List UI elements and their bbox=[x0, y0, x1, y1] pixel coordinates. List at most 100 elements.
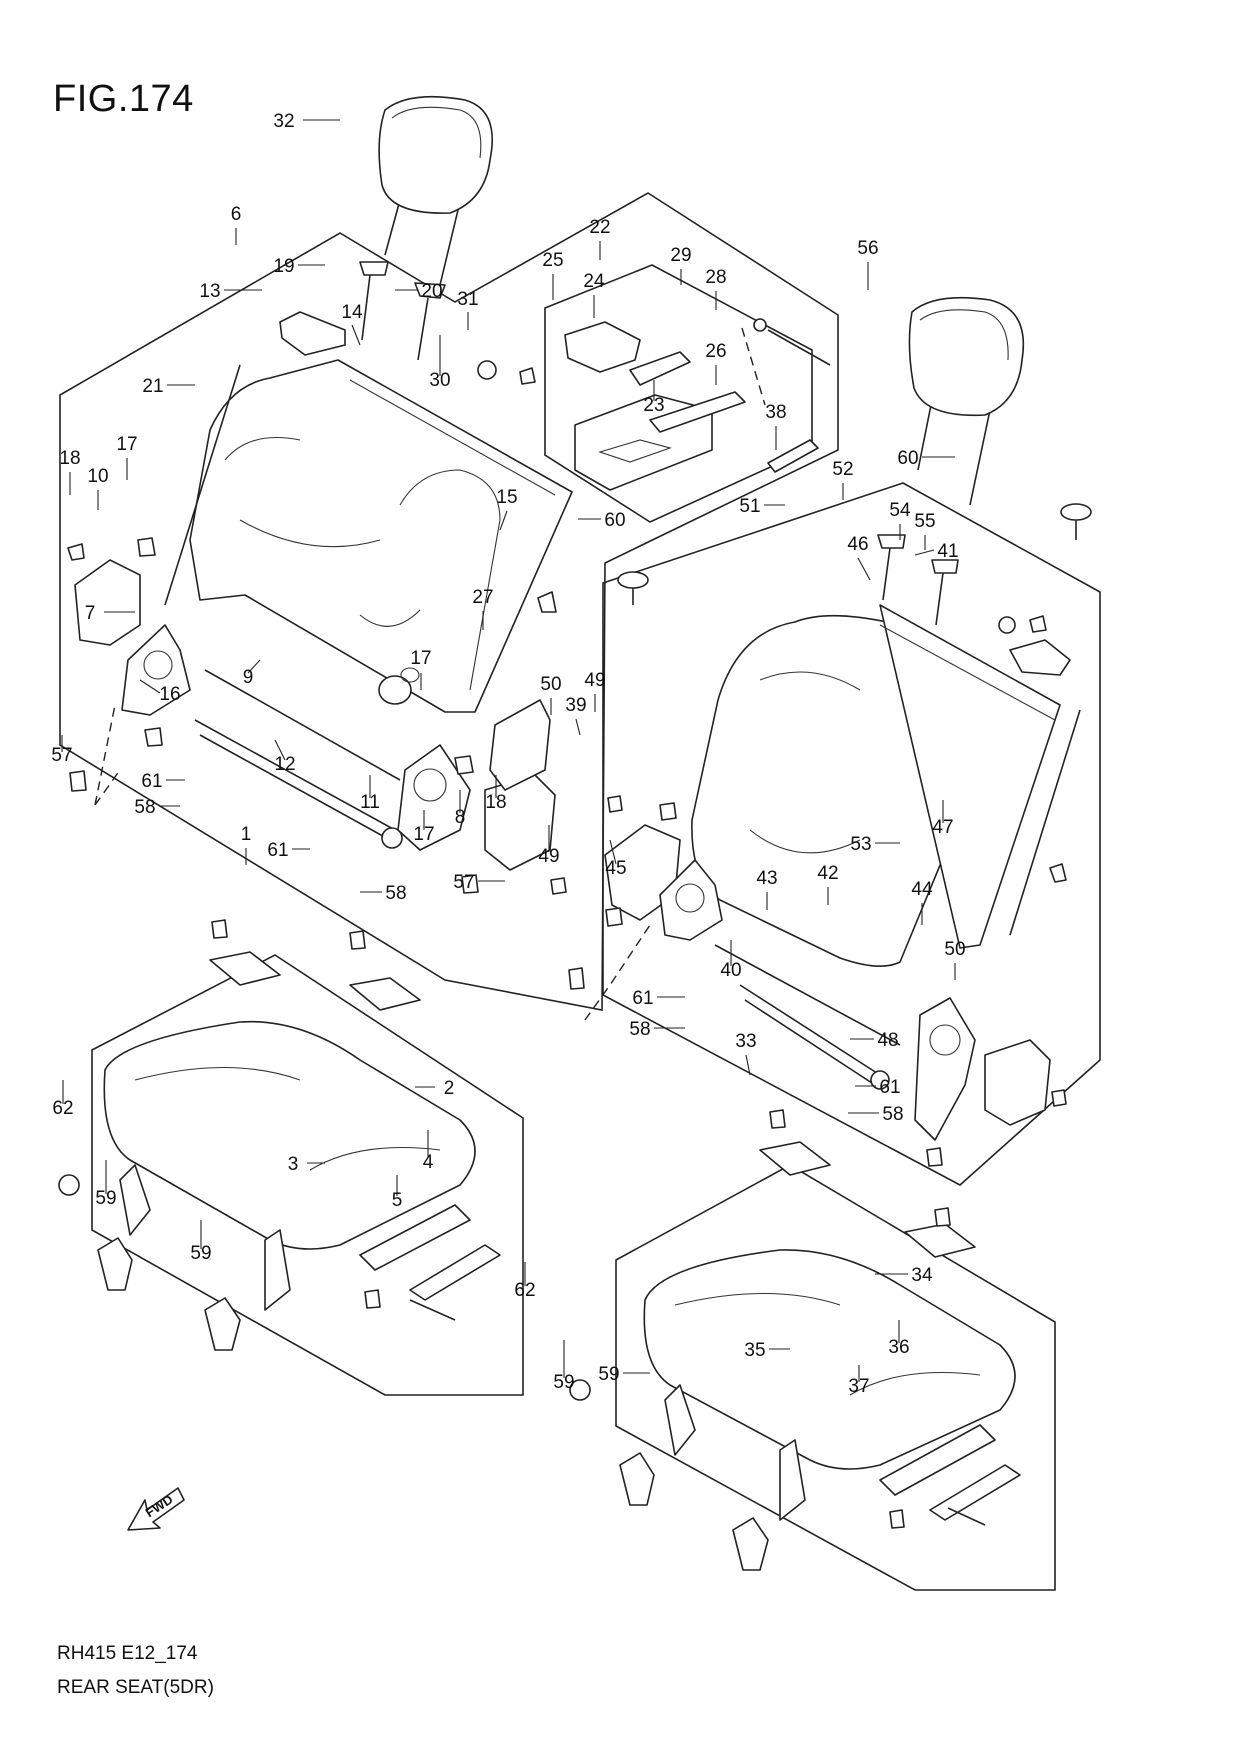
callout-13: 13 bbox=[199, 281, 220, 302]
leader-c45 bbox=[609, 839, 617, 865]
callout-62: 62 bbox=[52, 1098, 73, 1119]
seat-belt-guide-13 bbox=[279, 311, 346, 356]
callout-29: 29 bbox=[670, 245, 691, 266]
bolt-16 bbox=[144, 727, 163, 747]
callout-3: 3 bbox=[288, 1154, 299, 1175]
callout-59: 59 bbox=[190, 1243, 211, 1264]
hinge-11 bbox=[397, 744, 471, 851]
callout-32: 32 bbox=[273, 111, 294, 132]
callout-19: 19 bbox=[273, 256, 294, 277]
strap-4 bbox=[409, 1244, 501, 1301]
right-seatback bbox=[691, 604, 1061, 967]
callout-59: 59 bbox=[598, 1364, 619, 1385]
callout-8: 8 bbox=[455, 807, 466, 828]
clip-60-left bbox=[617, 571, 649, 605]
left-frame-break bbox=[94, 704, 121, 806]
callout-10: 10 bbox=[87, 466, 108, 487]
callout-53: 53 bbox=[850, 834, 871, 855]
cover-27 bbox=[489, 699, 551, 791]
callout-62: 62 bbox=[514, 1280, 535, 1301]
callout-61: 61 bbox=[141, 771, 162, 792]
leader-lines bbox=[61, 119, 956, 1382]
clip-60-right bbox=[1060, 503, 1092, 540]
leader-c16 bbox=[139, 679, 161, 694]
callout-49: 49 bbox=[538, 846, 559, 867]
callout-59: 59 bbox=[95, 1188, 116, 1209]
left-seat-cushion bbox=[103, 1020, 476, 1311]
nut-62-left bbox=[58, 1174, 80, 1196]
bolt-49-lower bbox=[605, 907, 623, 927]
callout-56: 56 bbox=[857, 238, 878, 259]
nut-30 bbox=[477, 360, 497, 380]
callout-18: 18 bbox=[59, 448, 80, 469]
leader-c15 bbox=[499, 510, 508, 531]
callout-38: 38 bbox=[765, 402, 786, 423]
callout-61: 61 bbox=[879, 1077, 900, 1098]
callout-52: 52 bbox=[832, 459, 853, 480]
release-rod-21 bbox=[164, 364, 241, 606]
leader-c33 bbox=[745, 1054, 751, 1076]
callout-39: 39 bbox=[565, 695, 586, 716]
callout-17: 17 bbox=[116, 434, 137, 455]
right-seat-cushion bbox=[643, 1249, 1016, 1521]
bolt-57-left bbox=[69, 770, 87, 792]
callout-34: 34 bbox=[911, 1265, 933, 1286]
bolt-61-c bbox=[769, 1109, 786, 1129]
callout-1: 1 bbox=[241, 824, 252, 845]
callout-61: 61 bbox=[267, 840, 288, 861]
callout-54: 54 bbox=[889, 500, 911, 521]
bolt-61-d bbox=[934, 1207, 951, 1227]
callout-55: 55 bbox=[914, 511, 935, 532]
pipe-12 bbox=[194, 719, 403, 849]
callout-50: 50 bbox=[944, 939, 965, 960]
callout-49: 49 bbox=[584, 670, 605, 691]
headrest-guide-51 bbox=[877, 534, 906, 601]
clip-47 bbox=[1049, 863, 1067, 883]
bolt-3 bbox=[364, 1289, 381, 1309]
callout-57: 57 bbox=[51, 745, 72, 766]
leader-c41 bbox=[914, 549, 935, 556]
callout-35: 35 bbox=[744, 1340, 765, 1361]
callout-44: 44 bbox=[911, 879, 933, 900]
bracket-23 bbox=[649, 391, 746, 433]
callout-11: 11 bbox=[360, 792, 380, 813]
callout-31: 31 bbox=[457, 289, 478, 310]
leader-c39 bbox=[575, 718, 581, 736]
callout-46: 46 bbox=[847, 534, 868, 555]
bolt-57-right bbox=[568, 967, 585, 990]
callout-47: 47 bbox=[932, 817, 953, 838]
bracket-58-a bbox=[209, 951, 281, 986]
headrest-guide-52 bbox=[931, 559, 959, 626]
washer-29 bbox=[753, 318, 767, 332]
callout-60: 60 bbox=[604, 510, 625, 531]
callout-18: 18 bbox=[485, 792, 506, 813]
callout-59: 59 bbox=[553, 1372, 574, 1393]
callout-16: 16 bbox=[159, 684, 180, 705]
hinge-42 bbox=[914, 997, 976, 1141]
right-headrest bbox=[908, 296, 1025, 506]
rod-9 bbox=[204, 669, 401, 781]
pin-28 bbox=[767, 329, 831, 366]
bolt-49-upper bbox=[659, 802, 677, 821]
cup-holder-25 bbox=[564, 321, 641, 373]
leader-c9 bbox=[247, 659, 261, 674]
figure-description: REAR SEAT(5DR) bbox=[57, 1677, 214, 1698]
cable-clip-15 bbox=[537, 591, 557, 613]
callout-6: 6 bbox=[231, 204, 242, 225]
callout-36: 36 bbox=[888, 1337, 909, 1358]
screw-18-left bbox=[67, 543, 85, 561]
callout-43: 43 bbox=[756, 868, 777, 889]
pin-37 bbox=[947, 1507, 986, 1526]
callout-17: 17 bbox=[413, 824, 434, 845]
callout-51: 51 bbox=[739, 496, 760, 517]
callout-61: 61 bbox=[632, 988, 653, 1009]
callout-21: 21 bbox=[142, 376, 163, 397]
hook-59-c bbox=[619, 1452, 655, 1506]
callout-45: 45 bbox=[605, 858, 626, 879]
callout-58: 58 bbox=[385, 883, 406, 904]
callout-50: 50 bbox=[540, 674, 561, 695]
callout-58: 58 bbox=[882, 1104, 903, 1125]
callout-58: 58 bbox=[134, 797, 155, 818]
